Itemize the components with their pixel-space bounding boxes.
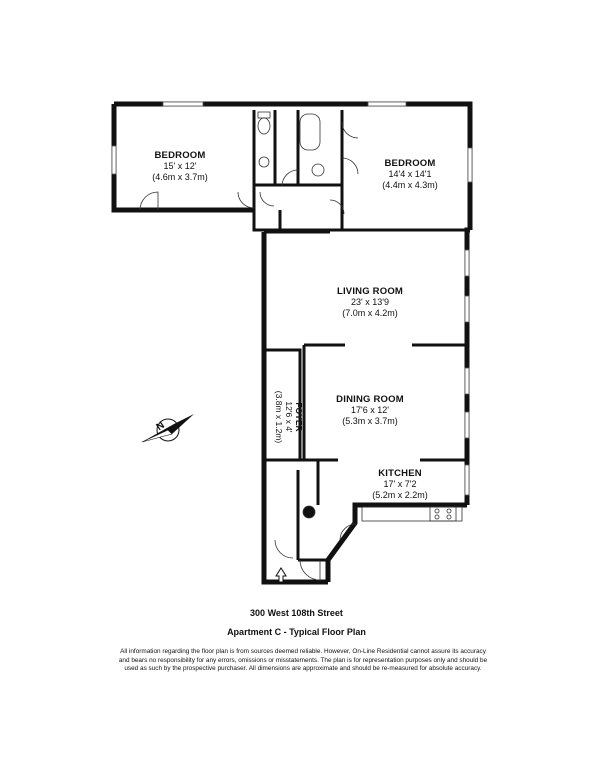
- room-name: LIVING ROOM: [336, 286, 404, 297]
- room-dims-ft: 23' x 13'9: [351, 297, 389, 307]
- kitchen-label: KITCHEN 17' x 7'2 (5.2m x 2.2m): [360, 468, 440, 501]
- living-room-label: LIVING ROOM 23' x 13'9 (7.0m x 4.2m): [325, 286, 415, 319]
- room-dims-m: (3.8m x 1.2m): [274, 390, 284, 444]
- foyer-label: FOYER 12'6 x 4' (3.8m x 1.2m): [274, 382, 304, 452]
- entry-arrow-icon: [275, 567, 287, 583]
- window-marks: [111, 101, 473, 496]
- room-dims-ft: 15' x 12': [163, 161, 197, 171]
- room-name: BEDROOM: [154, 150, 206, 161]
- room-dims-m: (4.6m x 3.7m): [152, 172, 208, 182]
- room-dims-ft: 14'4 x 14'1: [388, 169, 432, 179]
- room-dims-ft: 12'6 x 4': [284, 401, 294, 433]
- address-line: 300 West 108th Street: [250, 608, 343, 618]
- interior-walls: [252, 110, 470, 562]
- room-dims-ft: 17' x 7'2: [383, 479, 417, 489]
- room-dims-m: (5.2m x 2.2m): [372, 490, 428, 500]
- room-dims-m: (7.0m x 4.2m): [342, 308, 398, 318]
- door-swings: [139, 121, 359, 581]
- room-dims-m: (4.4m x 4.3m): [382, 180, 438, 190]
- compass-icon: [141, 414, 194, 443]
- room-name: BEDROOM: [384, 158, 436, 169]
- disclaimer-text: All information regarding the floor plan…: [118, 648, 488, 673]
- plan-title: Apartment C - Typical Floor Plan: [227, 627, 366, 637]
- dining-room-label: DINING ROOM 17'6 x 12' (5.3m x 3.7m): [325, 394, 415, 427]
- room-name: KITCHEN: [378, 468, 422, 479]
- bedroom-2-label: BEDROOM 14'4 x 14'1 (4.4m x 4.3m): [370, 158, 450, 191]
- room-dims-m: (5.3m x 3.7m): [342, 416, 398, 426]
- room-dims-ft: 17'6 x 12': [351, 405, 389, 415]
- room-name: FOYER: [294, 402, 304, 432]
- fixtures: [257, 111, 463, 522]
- bedroom-1-label: BEDROOM 15' x 12' (4.6m x 3.7m): [140, 150, 220, 183]
- room-name: DINING ROOM: [336, 394, 404, 405]
